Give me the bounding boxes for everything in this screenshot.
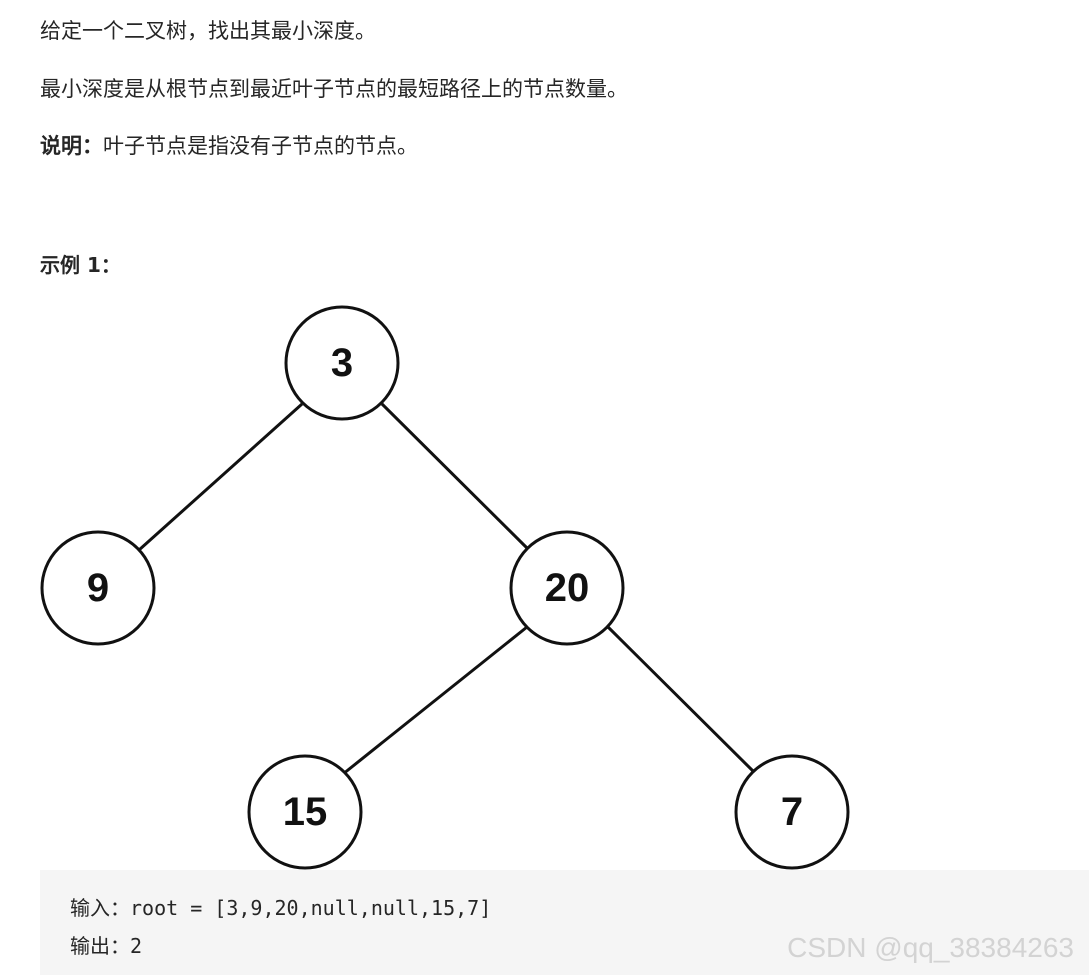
example-input-line: 输入：root = [3,9,20,null,null,15,7] [70,896,492,920]
tree-edge-20-7 [606,625,758,776]
tree-edge-3-9 [137,402,304,552]
tree-node-right-right: 7 [734,754,850,870]
note-label: 说明： [40,134,103,158]
tree-node-label: 3 [331,341,353,385]
tree-node-left: 9 [40,530,156,646]
tree-node-label: 15 [283,790,328,834]
tree-node-right: 20 [509,530,625,646]
tree-node-root: 3 [284,305,400,421]
tree-node-circle [40,530,156,646]
example-title: 示例 1： [40,253,121,277]
tree-edge-3-20 [380,402,531,552]
note-text: 叶子节点是指没有子节点的节点。 [103,134,418,158]
tree-node-label: 20 [545,566,590,610]
tree-node-label: 7 [781,790,803,834]
tree-node-circle [509,530,625,646]
binary-tree-diagram: 3 9 20 15 7 [40,305,850,870]
tree-node-label: 9 [87,566,109,610]
problem-definition: 最小深度是从根节点到最近叶子节点的最短路径上的节点数量。 [40,77,628,101]
example-output-line: 输出：2 [70,934,143,958]
tree-node-circle [247,754,363,870]
example-code-block: 输入：root = [3,9,20,null,null,15,7] 输出：2 [40,870,1089,975]
csdn-watermark: CSDN @qq_38384263 [787,932,1074,963]
problem-statement: 给定一个二叉树，找出其最小深度。 [40,19,376,43]
tree-node-circle [734,754,850,870]
problem-note: 说明：叶子节点是指没有子节点的节点。 [40,131,418,161]
tree-edge-20-15 [342,625,528,776]
tree-node-circle [284,305,400,421]
tree-node-right-left: 15 [247,754,363,870]
